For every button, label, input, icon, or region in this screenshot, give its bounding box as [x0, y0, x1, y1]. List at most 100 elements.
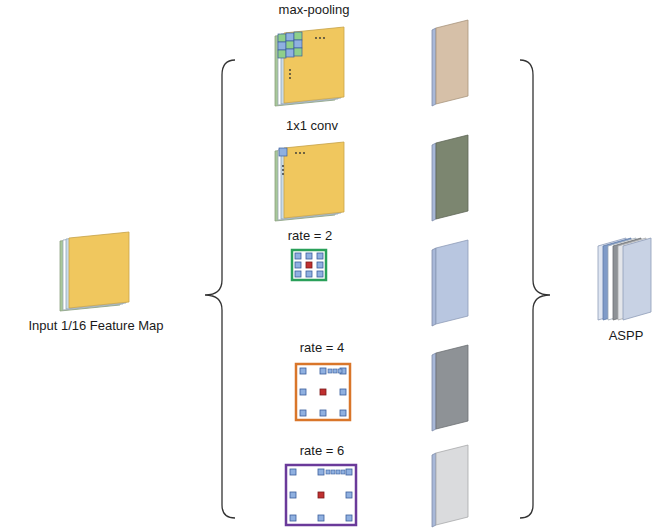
illustration-part	[300, 410, 306, 416]
node-label: ASPP	[607, 328, 646, 344]
output-sheet	[432, 20, 468, 527]
illustration-part	[331, 470, 335, 474]
diagram-node: rate = 2	[286, 228, 335, 244]
illustration-part	[306, 271, 312, 277]
illustration-part	[432, 248, 436, 326]
illustration-part	[296, 364, 350, 420]
illustration-part	[346, 515, 352, 521]
illustration-part	[278, 34, 286, 42]
bracket	[520, 60, 550, 518]
illustration-part	[299, 152, 301, 154]
illustration-part	[328, 369, 332, 373]
illustration-part	[295, 262, 301, 268]
max-pooling-map	[275, 27, 344, 106]
illustration-part	[275, 27, 344, 106]
illustration-part	[320, 389, 326, 395]
illustration-part	[320, 410, 326, 416]
illustration-part	[275, 142, 344, 221]
illustration-part	[328, 369, 342, 373]
illustration-part	[320, 368, 326, 374]
illustration-part	[278, 42, 286, 50]
aspp-stack	[598, 238, 651, 320]
illustration-part	[289, 77, 291, 79]
illustration-part	[303, 152, 305, 154]
illustration-part	[340, 389, 346, 395]
illustration-part	[623, 238, 651, 320]
illustration-part	[318, 492, 324, 498]
node-label: rate = 4	[298, 340, 347, 356]
dilated-kernel	[292, 250, 326, 280]
node-label: rate = 6	[298, 443, 347, 459]
illustration-part	[315, 37, 317, 39]
illustration-part	[306, 253, 312, 259]
illustration-part	[286, 41, 294, 49]
illustration-part	[317, 253, 323, 259]
node-label: Input 1/16 Feature Map	[26, 318, 166, 334]
illustration-part	[289, 69, 291, 71]
illustration-part	[292, 250, 326, 280]
illustration-part	[317, 262, 323, 268]
illustration-part	[290, 469, 296, 475]
dilated-kernel	[286, 465, 356, 525]
illustration-part	[278, 50, 286, 58]
dilated-kernel	[296, 364, 350, 420]
diagram-node: ASPP	[607, 328, 646, 344]
illustration-part	[294, 40, 302, 48]
feature-map	[60, 232, 129, 311]
illustration-part	[282, 152, 305, 175]
conv-map	[275, 142, 344, 221]
illustration-part	[432, 353, 436, 431]
illustration-part	[300, 389, 306, 395]
node-label: 1x1 conv	[284, 118, 341, 134]
illustration-part	[289, 37, 325, 79]
illustration-part	[286, 49, 294, 57]
node-label: max-pooling	[277, 2, 352, 18]
illustration-part	[282, 165, 284, 167]
illustration-part	[340, 410, 346, 416]
bracket	[205, 60, 235, 518]
illustration-part	[436, 240, 468, 324]
illustration-part	[333, 369, 337, 373]
illustration-part	[300, 368, 306, 374]
illustration-part	[341, 470, 345, 474]
illustration-part	[290, 515, 296, 521]
illustration-part	[282, 169, 284, 171]
illustration-part	[432, 28, 436, 106]
illustration-part	[282, 173, 284, 175]
illustration-part	[317, 271, 323, 277]
illustration-part	[318, 469, 324, 475]
illustration-part	[278, 32, 302, 58]
illustration-part	[286, 465, 356, 525]
illustration-part	[346, 492, 352, 498]
diagram-node: 1x1 conv	[284, 118, 341, 134]
illustration-part	[319, 37, 321, 39]
illustration-part	[290, 492, 296, 498]
illustration-part	[326, 470, 345, 474]
illustration-part	[436, 345, 468, 429]
illustration-part	[326, 470, 330, 474]
illustration-part	[346, 469, 352, 475]
diagram-node: rate = 4	[298, 340, 347, 356]
illustration-part	[323, 37, 325, 39]
illustration-part	[289, 73, 291, 75]
illustration-part	[295, 271, 301, 277]
illustration-part	[436, 445, 468, 525]
illustration-part	[436, 135, 468, 219]
illustration-part	[295, 152, 297, 154]
diagram-node: Input 1/16 Feature Map	[26, 318, 166, 334]
diagram-node: rate = 6	[298, 443, 347, 459]
illustration-part	[432, 143, 436, 221]
illustration-part	[336, 470, 340, 474]
illustration-part	[295, 253, 301, 259]
diagram-node: max-pooling	[277, 2, 352, 18]
illustration-part	[338, 369, 342, 373]
node-label: rate = 2	[286, 228, 335, 244]
illustration-part	[294, 32, 302, 40]
illustration-part	[294, 48, 302, 56]
illustration-part	[306, 262, 312, 268]
illustration-part	[286, 33, 294, 41]
illustration-part	[318, 515, 324, 521]
illustration-part	[279, 148, 287, 156]
illustration-part	[432, 453, 436, 527]
